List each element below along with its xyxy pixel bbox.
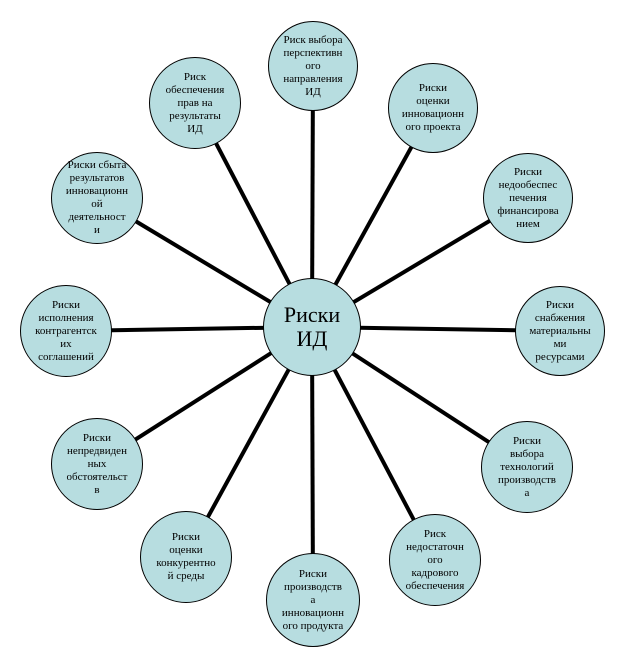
risk-node-label: Риски непредвиден ных обстоятельст в	[66, 431, 128, 496]
risk-node-label: Риски сбыта результатов инновационн ой д…	[65, 159, 129, 236]
risk-node-label: Риски оценки конкурентно й среды	[156, 531, 216, 582]
risk-node-production: Риски производств а инновационн ого прод…	[266, 553, 360, 647]
risk-node-staffing: Риск недостаточн ого кадрового обеспечен…	[389, 514, 481, 606]
risk-node-label: Риски выбора технологий производств а	[498, 434, 556, 499]
risk-node-label: Риски исполнения контрагентск их соглаше…	[35, 298, 97, 363]
risk-node-technology-choice: Риски выбора технологий производств а	[481, 421, 573, 513]
risk-node-project-evaluation: Риски оценки инновационн ого проекта	[388, 63, 478, 153]
risk-node-material-supply: Риски снабжения материальны ми ресурсами	[515, 286, 605, 376]
risk-node-sales: Риски сбыта результатов инновационн ой д…	[51, 152, 143, 244]
center-node: Риски ИД	[263, 278, 361, 376]
center-node-label: Риски ИД	[283, 302, 341, 351]
risk-node-label: Риск выбора перспективн ого направления …	[283, 33, 343, 98]
risk-node-financing: Риски недообеспес печения финансирова ни…	[483, 153, 573, 243]
risk-node-label: Риски оценки инновационн ого проекта	[401, 82, 465, 133]
risk-node-label: Риски снабжения материальны ми ресурсами	[529, 298, 591, 363]
risk-node-unforeseen: Риски непредвиден ных обстоятельст в	[51, 418, 143, 510]
risk-node-contractors: Риски исполнения контрагентск их соглаше…	[20, 285, 112, 377]
risk-node-label: Риск обеспечения прав на результаты ИД	[165, 70, 225, 135]
risk-node-competition: Риски оценки конкурентно й среды	[140, 511, 232, 603]
risk-node-label: Риск недостаточн ого кадрового обеспечен…	[405, 527, 465, 592]
risk-node-direction-choice: Риск выбора перспективн ого направления …	[268, 21, 358, 111]
risk-node-rights: Риск обеспечения прав на результаты ИД	[149, 57, 241, 149]
risk-node-label: Риски недообеспес печения финансирова ни…	[497, 165, 559, 230]
risk-node-label: Риски производств а инновационн ого прод…	[281, 567, 345, 632]
